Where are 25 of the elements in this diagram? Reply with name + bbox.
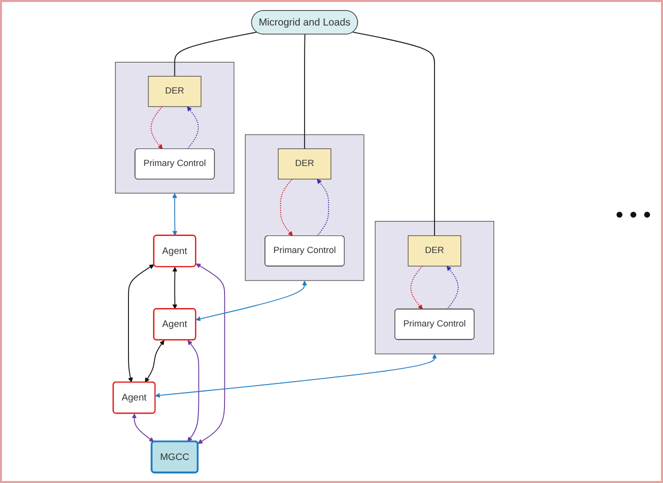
node-box: DER <box>408 235 462 266</box>
arrow <box>280 178 293 236</box>
arrow <box>132 414 154 442</box>
arrow <box>150 106 163 150</box>
arrow <box>446 266 459 310</box>
node-box: DER <box>278 148 332 180</box>
arrow <box>316 178 330 236</box>
arrow <box>196 264 226 444</box>
arrow <box>155 354 437 398</box>
arrow <box>196 280 308 322</box>
connector <box>174 32 258 77</box>
node-box: DER <box>148 76 202 107</box>
arrow <box>172 193 178 236</box>
cluster <box>374 220 494 354</box>
arrow <box>172 266 178 310</box>
ellipsis-text: • • • <box>616 202 651 228</box>
arrow <box>187 340 200 442</box>
connector <box>352 32 435 236</box>
arrow <box>410 266 423 310</box>
connector <box>304 34 306 150</box>
arrow <box>128 264 154 383</box>
cluster <box>115 62 234 194</box>
arrow <box>144 340 164 383</box>
cluster <box>244 134 364 281</box>
arrow <box>186 106 199 150</box>
